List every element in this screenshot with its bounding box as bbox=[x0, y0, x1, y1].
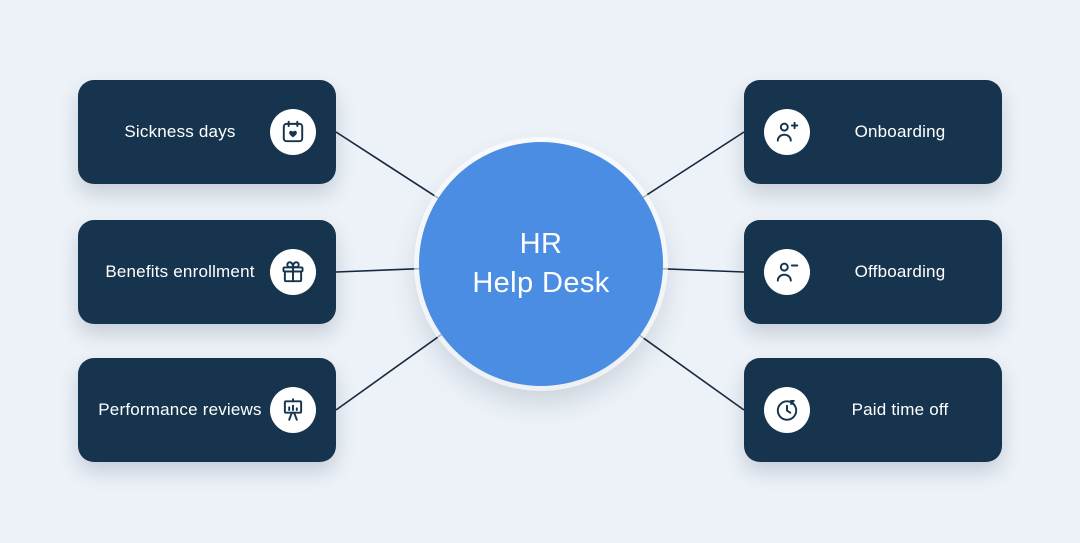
node-benefits-enrollment: Benefits enrollment bbox=[78, 220, 336, 324]
node-paid-time-off: Paid time off bbox=[744, 358, 1002, 462]
presentation-board-icon bbox=[270, 387, 316, 433]
person-add-icon bbox=[764, 109, 810, 155]
hub-title-line2: Help Desk bbox=[472, 267, 610, 299]
node-label: Paid time off bbox=[851, 399, 949, 419]
node-sickness-days: Sickness days bbox=[78, 80, 336, 184]
hub-hr-help-desk: HR Help Desk bbox=[419, 142, 663, 386]
node-label: Benefits enrollment bbox=[105, 261, 255, 281]
node-label: Onboarding bbox=[854, 121, 946, 141]
node-performance-reviews: Performance reviews bbox=[78, 358, 336, 462]
node-label: Performance reviews bbox=[98, 399, 262, 419]
node-offboarding: Offboarding bbox=[744, 220, 1002, 324]
hub-title-line1: HR bbox=[519, 227, 563, 260]
node-onboarding: Onboarding bbox=[744, 80, 1002, 184]
person-minus-icon bbox=[764, 249, 810, 295]
clock-icon bbox=[764, 387, 810, 433]
node-label: Sickness days bbox=[124, 121, 236, 141]
gift-icon bbox=[270, 249, 316, 295]
node-label: Offboarding bbox=[854, 261, 946, 281]
calendar-heart-icon bbox=[270, 109, 316, 155]
